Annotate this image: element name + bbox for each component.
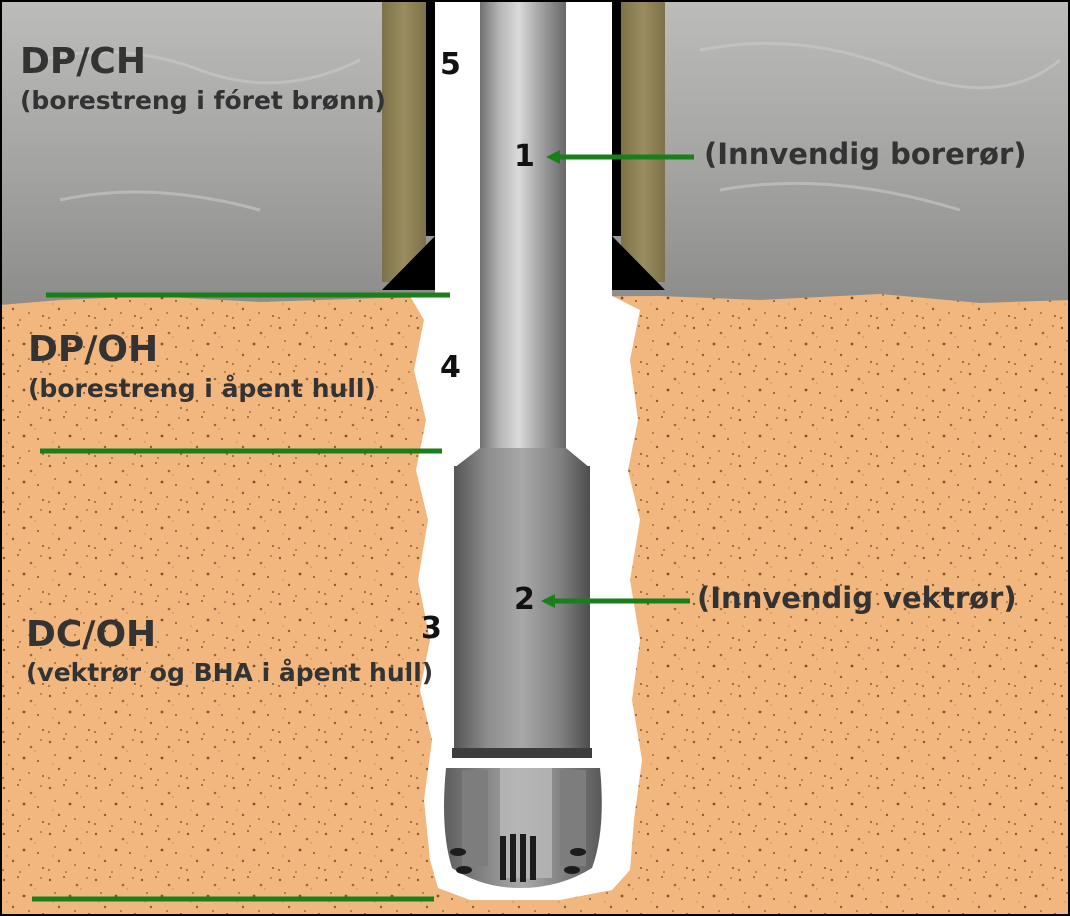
casing-right-inner <box>612 0 621 236</box>
zone-desc-dp-oh: (borestreng i åpent hull) <box>28 374 376 403</box>
region-number-1: 1 <box>514 139 535 174</box>
zone-title-dp-ch: DP/CH <box>20 41 146 82</box>
callout-arrow-2 <box>541 594 690 608</box>
casing-left <box>382 0 426 282</box>
bit-cutters <box>450 834 586 882</box>
rock-veins <box>39 41 1061 212</box>
drill-collar <box>454 466 590 750</box>
region-number-4: 4 <box>440 350 461 385</box>
collar-joint <box>452 748 592 758</box>
casing-left-inner <box>426 0 435 236</box>
callout-inner-drillpipe: (Innvendig borerør) <box>704 137 1027 171</box>
zone-title-dc-oh: DC/OH <box>26 614 157 655</box>
zone-desc-dp-ch: (borestreng i fóret brønn) <box>20 86 386 115</box>
casing-shoe-right <box>612 236 665 290</box>
zone-desc-dc-oh: (vektrør og BHA i åpent hull) <box>26 658 434 687</box>
drill-pipe <box>480 0 566 452</box>
callout-arrow-1 <box>546 150 694 164</box>
region-number-5: 5 <box>440 47 461 82</box>
casing-right <box>621 0 665 282</box>
region-number-3: 3 <box>421 611 442 646</box>
region-number-2: 2 <box>514 582 535 617</box>
casing-shoe-left <box>382 236 435 290</box>
zone-title-dp-oh: DP/OH <box>28 329 159 370</box>
collar-taper <box>454 448 590 468</box>
callout-inner-drillcollar: (Innvendig vektrør) <box>697 581 1017 615</box>
bit-blade-left <box>462 770 488 866</box>
